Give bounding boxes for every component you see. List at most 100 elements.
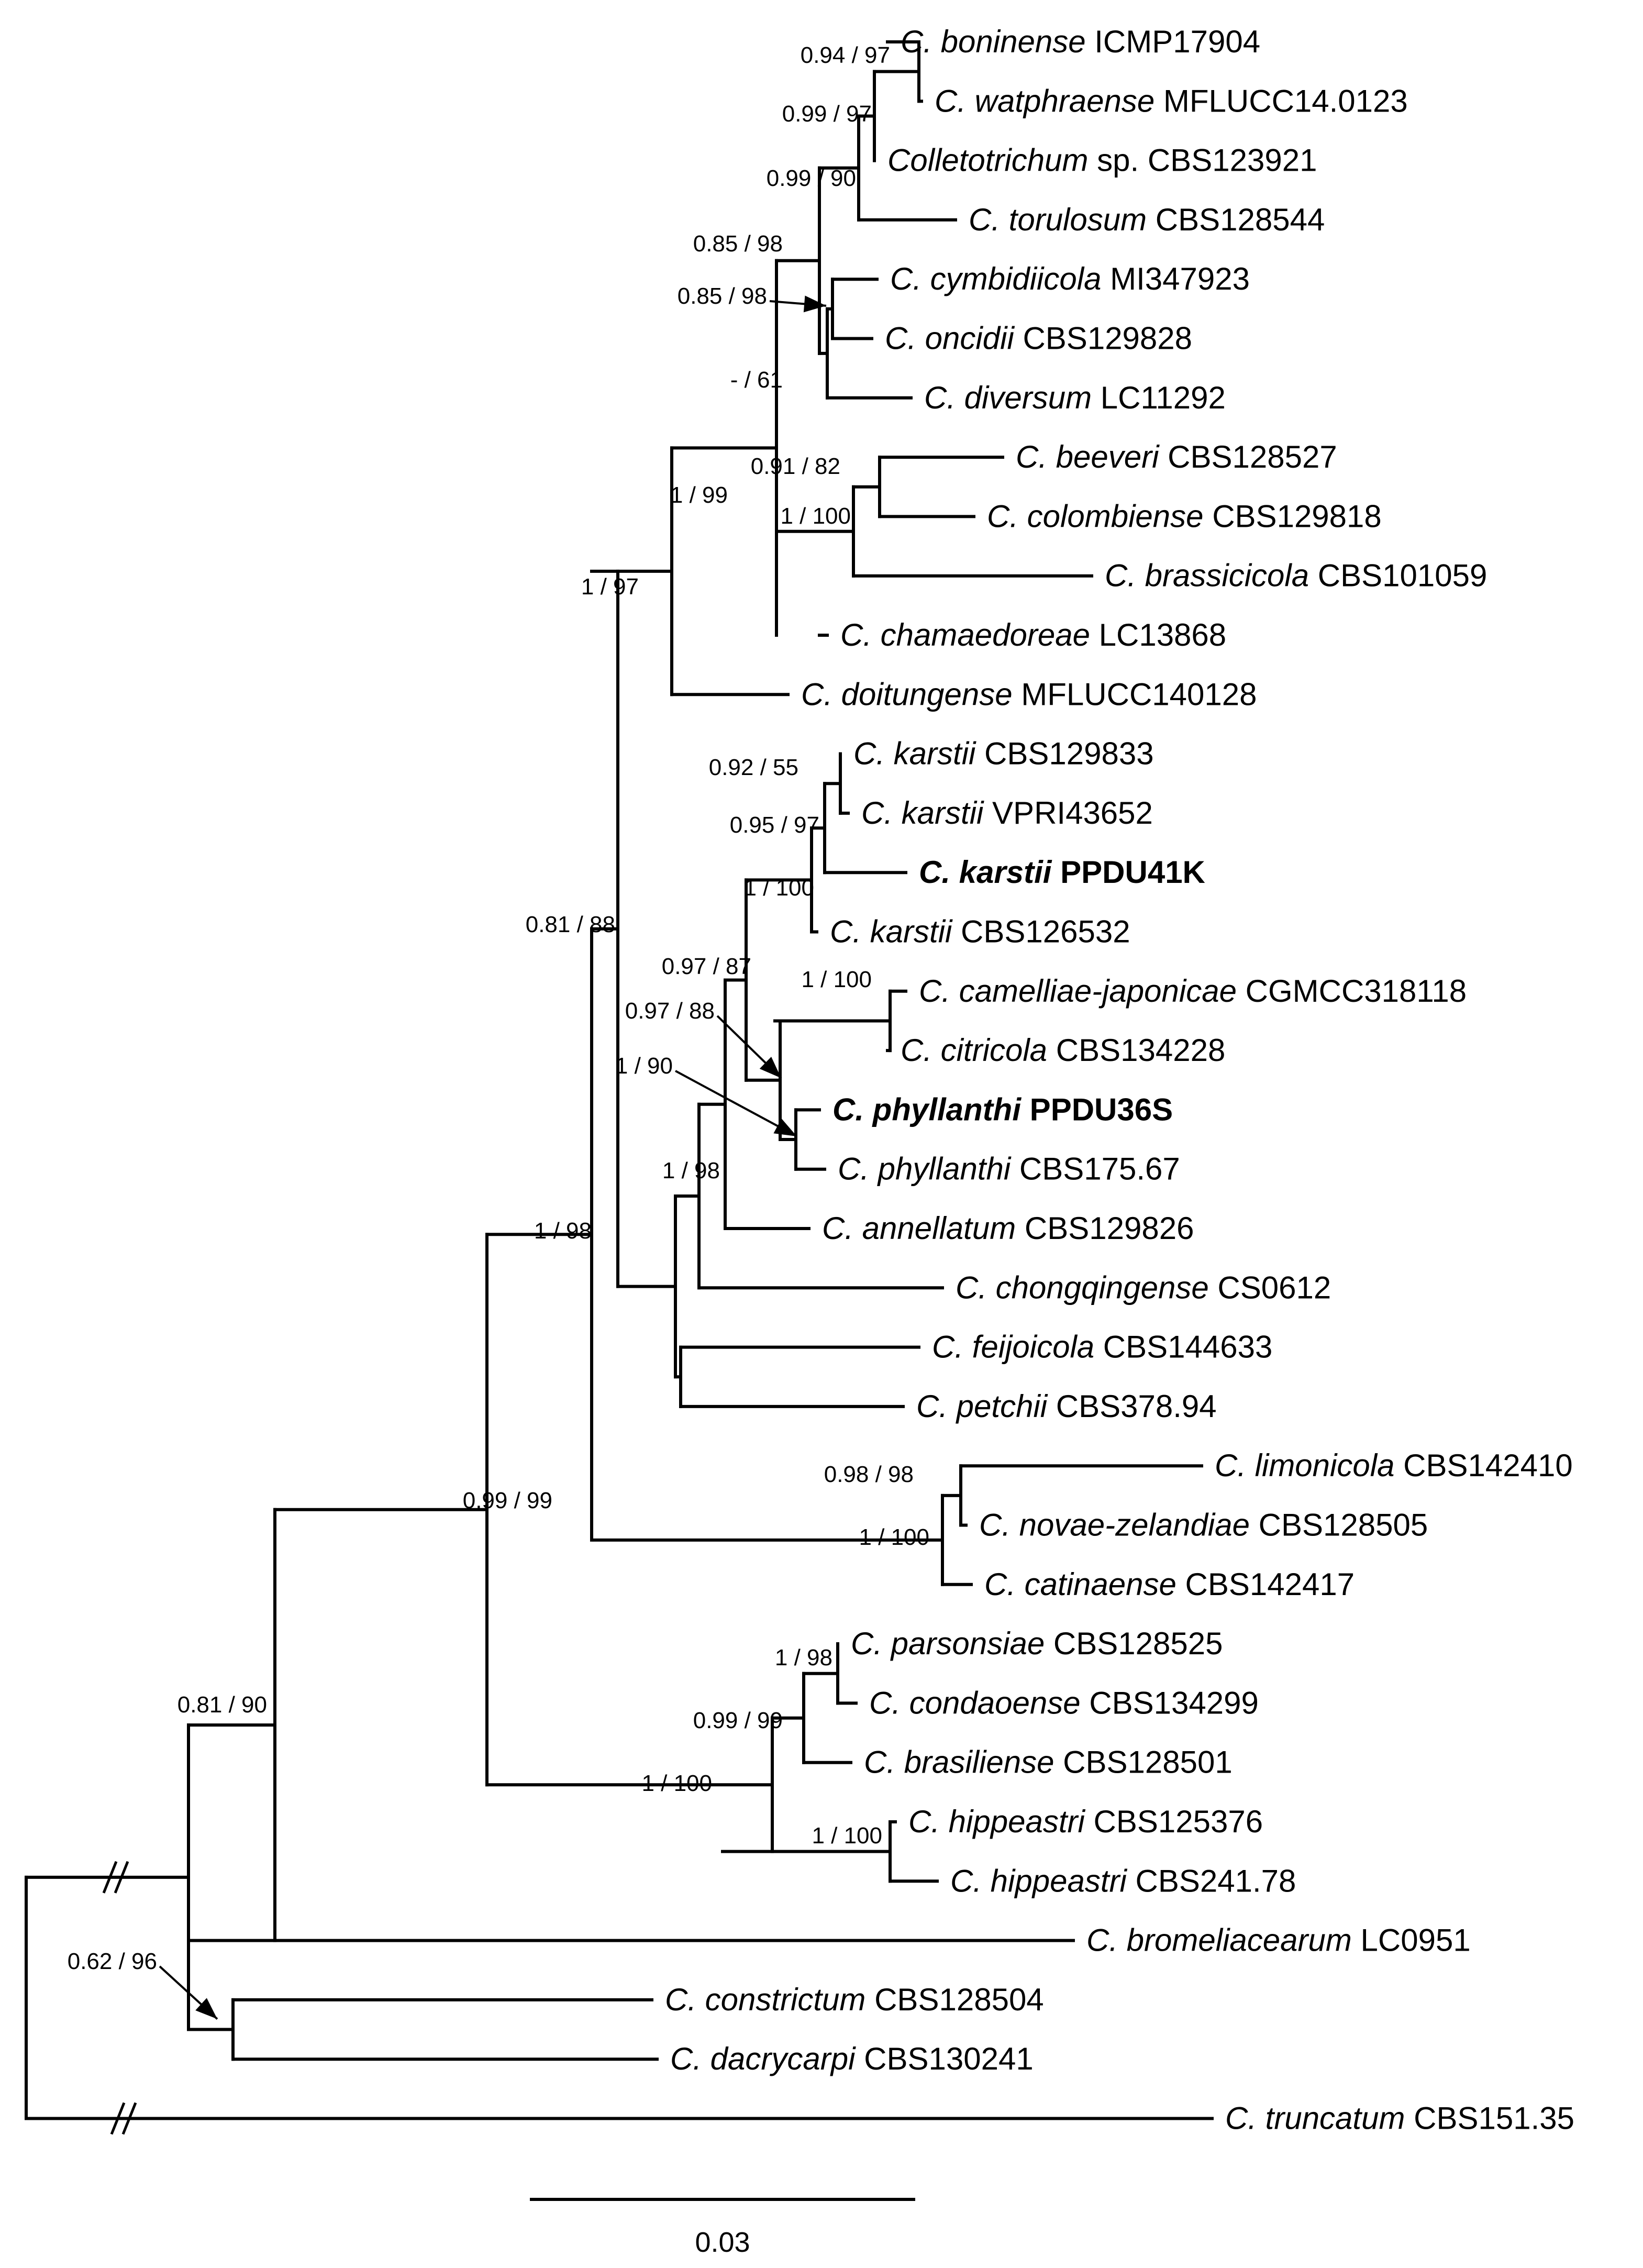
tip-label: C. bromeliacearum LC0951 (1086, 1923, 1471, 1958)
support-value: 1 / 100 (812, 1823, 882, 1849)
species-name: C. hippeastri (908, 1804, 1085, 1839)
species-name: C. watphraense (935, 83, 1154, 118)
support-value: 1 / 90 (615, 1053, 673, 1079)
tree-branches (25, 40, 1214, 2120)
tip-label: C. chamaedoreae LC13868 (840, 617, 1226, 652)
branch-break-mark (114, 1861, 129, 1894)
tip-label: C. annellatum CBS129826 (822, 1211, 1194, 1246)
branch-break-mark (121, 2102, 137, 2135)
tip-label: C. petchii CBS378.94 (916, 1389, 1217, 1424)
strain-id: CBS130241 (855, 2041, 1033, 2076)
species-name: C. brassicicola (1105, 558, 1309, 593)
species-name: C. camelliae-japonicae (919, 973, 1237, 1009)
branch-break-mark (102, 1861, 118, 1894)
support-value: 1 / 100 (743, 875, 814, 901)
strain-id: CBS129826 (1016, 1211, 1194, 1246)
species-name: C. phyllanthi (838, 1152, 1012, 1187)
strain-id: CBS126532 (952, 914, 1130, 949)
strain-id: CBS128504 (865, 1982, 1043, 2017)
strain-id: sp. CBS123921 (1088, 143, 1317, 178)
species-name: C. torulosum (969, 202, 1147, 237)
species-name: C. phyllanthi (832, 1092, 1022, 1127)
tip-label: C. oncidii CBS129828 (885, 321, 1192, 356)
strain-id: PPDU36S (1021, 1092, 1173, 1127)
species-name: C. citricola (901, 1033, 1047, 1068)
species-name: C. constrictum (665, 1982, 865, 2017)
tip-label: C. hippeastri CBS125376 (908, 1804, 1263, 1839)
tip-label: C. torulosum CBS128544 (969, 202, 1325, 237)
strain-id: CBS144633 (1094, 1330, 1272, 1365)
species-name: C. chamaedoreae (840, 617, 1090, 652)
tip-label: C. colombiense CBS129818 (987, 499, 1382, 534)
tip-label: C. doitungense MFLUCC140128 (801, 677, 1257, 712)
tip-label: C. karstii CBS129833 (853, 736, 1154, 771)
strain-id: VPRI43652 (983, 795, 1153, 831)
species-name: C. cymbidiicola (890, 261, 1101, 296)
support-value: 1 / 98 (775, 1645, 832, 1670)
tip-label: C. boninense ICMP17904 (901, 24, 1260, 59)
strain-id: CBS128525 (1045, 1626, 1223, 1661)
scale-bar: 0.03 (530, 2198, 915, 2258)
support-value: 0.92 / 55 (709, 755, 798, 780)
strain-id: PPDU41K (1051, 855, 1205, 890)
tip-label: C. karstii VPRI43652 (861, 795, 1153, 831)
strain-id: CBS129818 (1204, 499, 1382, 534)
support-arrow-head (759, 1056, 781, 1078)
species-name: Colletotrichum (887, 143, 1088, 178)
species-name: C. novae-zelandiae (979, 1508, 1250, 1543)
strain-id: CBS151.35 (1405, 2101, 1574, 2136)
strain-id: CBS142410 (1394, 1448, 1572, 1483)
support-value: 0.99 / 99 (693, 1708, 783, 1733)
strain-id: CBS134228 (1047, 1033, 1225, 1068)
support-arrow-head (773, 1119, 797, 1137)
strain-id: LC13868 (1090, 617, 1226, 652)
species-name: C. dacrycarpi (670, 2041, 856, 2076)
tip-label: C. karstii PPDU41K (919, 855, 1205, 890)
strain-id: LC11292 (1092, 380, 1226, 415)
support-value: 0.99 / 97 (782, 101, 872, 127)
species-name: C. colombiense (987, 499, 1204, 534)
species-name: C. boninense (901, 24, 1086, 59)
support-arrows (159, 295, 827, 2020)
tip-label: C. brasiliense CBS128501 (864, 1745, 1233, 1780)
strain-id: CBS128544 (1147, 202, 1325, 237)
support-value: 1 / 100 (801, 967, 872, 992)
tip-label: C. novae-zelandiae CBS128505 (979, 1508, 1428, 1543)
tip-label: C. citricola CBS134228 (901, 1033, 1225, 1068)
strain-id: MI347923 (1101, 261, 1250, 296)
support-value: 0.85 / 98 (693, 231, 783, 257)
species-name: C. limonicola (1215, 1448, 1394, 1483)
support-value: - / 61 (730, 367, 783, 393)
support-arrow-line (675, 1070, 797, 1137)
species-name: C. feijoicola (932, 1330, 1094, 1365)
species-name: C. karstii (919, 855, 1052, 890)
support-value: 1 / 97 (581, 574, 639, 600)
tip-label: C. feijoicola CBS144633 (932, 1330, 1272, 1365)
support-values: 0.94 / 970.99 / 970.99 / 900.85 / 980.85… (68, 42, 929, 1974)
tip-label: C. diversum LC11292 (924, 380, 1226, 415)
strain-id: CGMCC318118 (1237, 973, 1467, 1009)
strain-id: LC0951 (1352, 1923, 1471, 1958)
tip-labels: C. boninense ICMP17904 C. watphraense MFL… (665, 24, 1574, 2136)
support-value: 1 / 100 (859, 1524, 929, 1550)
strain-id: CS0612 (1209, 1270, 1331, 1305)
support-value: 0.94 / 97 (801, 42, 890, 68)
species-name: C. brasiliense (864, 1745, 1054, 1780)
tip-label: C. chongqingense CS0612 (956, 1270, 1331, 1305)
species-name: C. truncatum (1225, 2101, 1405, 2136)
support-value: 0.85 / 98 (678, 283, 767, 309)
support-value: 0.97 / 87 (662, 954, 751, 979)
strain-id: CBS129828 (1014, 321, 1192, 356)
tip-label: C. hippeastri CBS241.78 (950, 1863, 1296, 1898)
species-name: C. oncidii (885, 321, 1015, 356)
strain-id: CBS128505 (1250, 1508, 1428, 1543)
strain-id: MFLUCC14.0123 (1154, 83, 1408, 118)
tip-label: C. watphraense MFLUCC14.0123 (935, 83, 1408, 118)
tip-label: C. limonicola CBS142410 (1215, 1448, 1573, 1483)
strain-id: CBS128501 (1054, 1745, 1233, 1780)
tip-label: C. parsonsiae CBS128525 (851, 1626, 1223, 1661)
strain-id: CBS125376 (1085, 1804, 1263, 1839)
support-value: 1 / 98 (534, 1218, 592, 1244)
strain-id: ICMP17904 (1086, 24, 1261, 59)
